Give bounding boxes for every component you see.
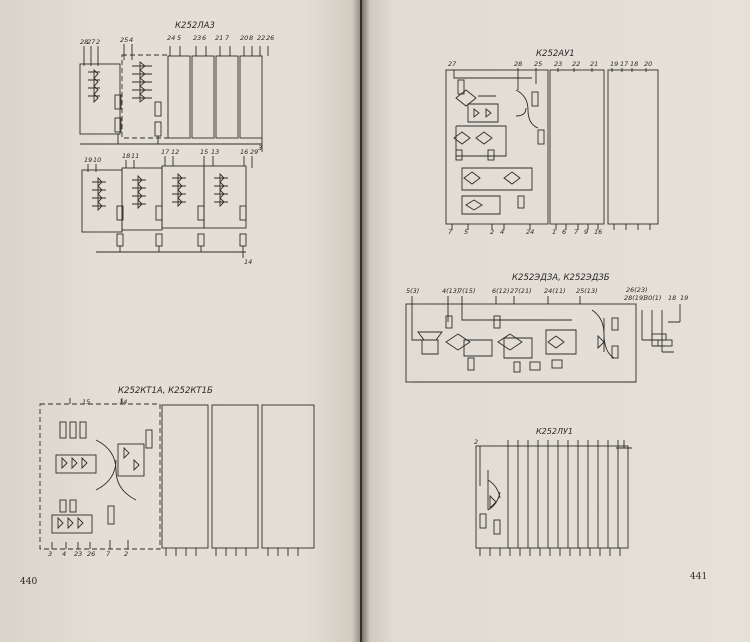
pin-label: 11 [131, 152, 139, 160]
pin-label: 20 [644, 60, 652, 68]
schematic-ic2 [81, 156, 253, 258]
pin-label: 29 [250, 148, 258, 156]
pin-label: 23 [74, 550, 82, 558]
schematic-ic4 [445, 68, 659, 230]
pin-label: 28 [514, 60, 522, 68]
pin-label: 28(19) [624, 294, 646, 302]
diagram-title-k252au1: К252АУ1 [536, 49, 575, 59]
pin-label: 2 [124, 550, 128, 558]
pin-label: 6 [202, 34, 206, 42]
pin-label: 7 [448, 228, 453, 236]
pin-label: 26 [266, 34, 274, 42]
pin-label: 14 [119, 398, 127, 406]
pin-label: 4 [500, 228, 504, 236]
right-page: К252АУ1 27 28 25 23 22 21 19 17 18 20 7 … [362, 0, 750, 642]
page-number-right: 441 [690, 572, 707, 582]
schematic-ic5 [405, 296, 681, 383]
pin-label: 24(11) [544, 287, 566, 295]
pin-label: 18 [668, 294, 676, 302]
pin-label: 9 [584, 228, 588, 236]
pin-label: 3 [48, 550, 52, 558]
pin-label: 7(15) [458, 287, 475, 295]
pin-label: 5 [177, 34, 181, 42]
pin-label: 25 [534, 60, 542, 68]
pin-label: 4 [129, 36, 133, 44]
pin-label: 6 [562, 228, 566, 236]
pin-label: 7 [225, 34, 230, 42]
pin-label: 5(3) [406, 287, 419, 295]
page-number-left: 440 [20, 577, 37, 587]
pin-label: 19 [84, 156, 92, 164]
pin-label: 17 [620, 60, 629, 68]
pin-label: 26 [87, 550, 95, 558]
pin-label: 24 [167, 34, 175, 42]
pin-label: 1 [552, 228, 556, 236]
pin-label: 3 [258, 144, 262, 152]
diagram-title-k252la3: К252ЛА3 [175, 21, 215, 31]
pin-label: 14 [244, 258, 252, 266]
pin-label: 21 [215, 34, 223, 42]
pin-label: 18 [630, 60, 638, 68]
schematic-ic1 [79, 44, 269, 152]
pin-label: 4 [62, 550, 66, 558]
left-page: К252ЛА3 28 27 2 25 4 24 5 23 6 21 7 20 8… [0, 0, 360, 642]
pin-label: 15 [200, 148, 208, 156]
pin-label: 21 [590, 60, 598, 68]
pin-label: 2 [490, 228, 494, 236]
pin-label: 22 [572, 60, 580, 68]
pin-label: 16 [240, 148, 248, 156]
pin-label: 15 [82, 398, 90, 406]
pin-label: 16 [594, 228, 602, 236]
pin-label: 22 [257, 34, 265, 42]
pin-label: 27 [87, 38, 96, 46]
pin-label: 27 [448, 60, 457, 68]
pin-label: 17 [161, 148, 170, 156]
pin-label: 23 [554, 60, 562, 68]
pin-label: 7 [106, 550, 111, 558]
pin-label: 7 [574, 228, 579, 236]
schematic-ic3 [39, 398, 315, 556]
pin-label: 8 [249, 34, 253, 42]
pin-label: 25 [120, 36, 128, 44]
pin-label: 20 [240, 34, 248, 42]
left-page-schematics: К252ЛА3 28 27 2 25 4 24 5 23 6 21 7 20 8… [20, 21, 315, 587]
pin-label: 2 [96, 38, 100, 46]
pin-label: 19 [610, 60, 618, 68]
pin-label: 27(21) [510, 287, 532, 295]
diagram-title-k252lu1: К252ЛУ1 [536, 427, 573, 436]
diagram-title-k252kt1: К252КТ1А, К252КТ1Б [118, 386, 213, 396]
pin-label: 13 [211, 148, 219, 156]
right-page-schematics: К252АУ1 27 28 25 23 22 21 19 17 18 20 7 … [405, 49, 707, 582]
pin-label: 28 [80, 38, 88, 46]
pin-label: 10 [93, 156, 101, 164]
pin-label: 30(1) [644, 294, 661, 302]
pin-label: 24 [526, 228, 534, 236]
pin-label: 26(23) [626, 286, 648, 294]
diagram-title-k252ed3: К252ЭДЗА, К252ЭДЗБ [512, 273, 610, 283]
pin-label: 23 [193, 34, 201, 42]
pin-label: 18 [122, 152, 130, 160]
pin-label: 12 [171, 148, 179, 156]
pin-label: 2 [474, 438, 478, 446]
pin-label: 19 [680, 294, 688, 302]
pin-label: 6(12) [492, 287, 509, 295]
pin-label: 25(13) [576, 287, 598, 295]
pin-label: 4(13) [442, 287, 459, 295]
schematic-ic6 [475, 440, 632, 556]
pin-label: 5 [464, 228, 468, 236]
